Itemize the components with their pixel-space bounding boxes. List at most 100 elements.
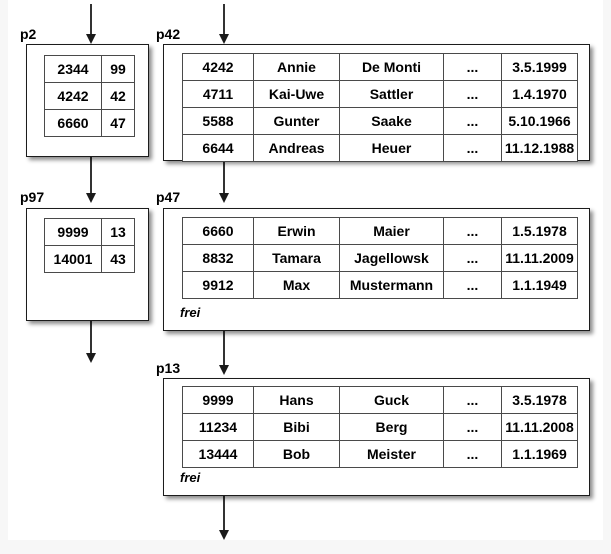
cell-id: 6644: [182, 134, 254, 162]
table-row[interactable]: 14001 43: [44, 245, 135, 273]
table-row[interactable]: 6660 47: [44, 109, 135, 137]
free-space-label-p13: frei: [180, 470, 201, 485]
cell-lastname: Heuer: [339, 134, 444, 162]
arrow-shaft: [90, 4, 92, 36]
cell-more: ...: [443, 217, 502, 245]
arrow-shaft: [90, 320, 92, 358]
cell-date: 11.11.2009: [501, 244, 578, 272]
cell-firstname: Hans: [253, 386, 340, 414]
node-label-p42: p42: [156, 26, 181, 42]
record-table-p13[interactable]: 9999 Hans Guck ... 3.5.1978 11234 Bibi B…: [182, 386, 578, 468]
cell-more: ...: [443, 244, 502, 272]
cell-id: 5588: [182, 107, 254, 135]
arrow-shaft: [223, 495, 225, 535]
cell-lastname: Mustermann: [339, 271, 444, 299]
cell-firstname: Andreas: [253, 134, 340, 162]
cell-firstname: Max: [253, 271, 340, 299]
cell-lastname: Guck: [339, 386, 444, 414]
cell-more: ...: [443, 107, 502, 135]
node-label-p2: p2: [20, 26, 37, 42]
cell-id: 4711: [182, 80, 254, 108]
cell-pointer: 99: [101, 55, 135, 83]
table-row[interactable]: 11234 Bibi Berg ... 11.11.2008: [182, 413, 578, 441]
cell-more: ...: [443, 134, 502, 162]
cell-date: 5.10.1966: [501, 107, 578, 135]
cell-firstname: Annie: [253, 53, 340, 81]
table-row[interactable]: 8832 Tamara Jagellowsk ... 11.11.2009: [182, 244, 578, 272]
arrow-head: [86, 353, 96, 363]
arrow-shaft: [223, 4, 225, 36]
cell-more: ...: [443, 80, 502, 108]
record-table-p97[interactable]: 9999 13 14001 43: [44, 218, 135, 273]
cell-more: ...: [443, 413, 502, 441]
arrow-shaft: [90, 156, 92, 198]
cell-date: 1.5.1978: [501, 217, 578, 245]
cell-id: 9999: [182, 386, 254, 414]
cell-key: 6660: [44, 109, 102, 137]
node-label-p13: p13: [156, 360, 181, 376]
cell-date: 1.4.1970: [501, 80, 578, 108]
cell-lastname: Maier: [339, 217, 444, 245]
table-row[interactable]: 9999 13: [44, 218, 135, 246]
arrow-head: [219, 365, 229, 375]
cell-id: 11234: [182, 413, 254, 441]
cell-key: 14001: [44, 245, 102, 273]
cell-date: 1.1.1969: [501, 440, 578, 468]
cell-date: 11.12.1988: [501, 134, 578, 162]
cell-lastname: De Monti: [339, 53, 444, 81]
cell-key: 9999: [44, 218, 102, 246]
record-table-p47[interactable]: 6660 Erwin Maier ... 1.5.1978 8832 Tamar…: [182, 217, 578, 299]
cell-pointer: 42: [101, 82, 135, 110]
cell-date: 1.1.1949: [501, 271, 578, 299]
cell-more: ...: [443, 386, 502, 414]
cell-id: 9912: [182, 271, 254, 299]
cell-id: 8832: [182, 244, 254, 272]
cell-key: 2344: [44, 55, 102, 83]
arrow-shaft: [223, 160, 225, 198]
cell-id: 13444: [182, 440, 254, 468]
cell-firstname: Bibi: [253, 413, 340, 441]
table-row[interactable]: 2344 99: [44, 55, 135, 83]
cell-firstname: Kai-Uwe: [253, 80, 340, 108]
node-label-p47: p47: [156, 189, 181, 205]
diagram-canvas: p2 2344 99 4242 42 6660 47 p42: [8, 0, 603, 540]
arrow-head: [219, 530, 229, 540]
cell-lastname: Sattler: [339, 80, 444, 108]
table-row[interactable]: 9912 Max Mustermann ... 1.1.1949: [182, 271, 578, 299]
cell-more: ...: [443, 53, 502, 81]
table-row[interactable]: 4242 Annie De Monti ... 3.5.1999: [182, 53, 578, 81]
record-table-p42[interactable]: 4242 Annie De Monti ... 3.5.1999 4711 Ka…: [182, 53, 578, 162]
cell-firstname: Erwin: [253, 217, 340, 245]
free-space-label-p47: frei: [180, 305, 201, 320]
arrow-head: [219, 34, 229, 44]
arrow-head: [219, 193, 229, 203]
table-row[interactable]: 5588 Gunter Saake ... 5.10.1966: [182, 107, 578, 135]
cell-pointer: 13: [101, 218, 135, 246]
cell-firstname: Gunter: [253, 107, 340, 135]
cell-lastname: Meister: [339, 440, 444, 468]
table-row[interactable]: 6644 Andreas Heuer ... 11.12.1988: [182, 134, 578, 162]
cell-more: ...: [443, 271, 502, 299]
node-label-p97: p97: [20, 189, 45, 205]
cell-id: 4242: [182, 53, 254, 81]
arrow-head: [86, 34, 96, 44]
record-table-p2[interactable]: 2344 99 4242 42 6660 47: [44, 55, 135, 137]
table-row[interactable]: 4242 42: [44, 82, 135, 110]
cell-pointer: 47: [101, 109, 135, 137]
cell-id: 6660: [182, 217, 254, 245]
arrow-head: [86, 193, 96, 203]
cell-pointer: 43: [101, 245, 135, 273]
cell-date: 3.5.1978: [501, 386, 578, 414]
cell-lastname: Saake: [339, 107, 444, 135]
table-row[interactable]: 4711 Kai-Uwe Sattler ... 1.4.1970: [182, 80, 578, 108]
cell-firstname: Bob: [253, 440, 340, 468]
table-row[interactable]: 13444 Bob Meister ... 1.1.1969: [182, 440, 578, 468]
table-row[interactable]: 6660 Erwin Maier ... 1.5.1978: [182, 217, 578, 245]
cell-date: 3.5.1999: [501, 53, 578, 81]
cell-date: 11.11.2008: [501, 413, 578, 441]
arrow-shaft: [223, 330, 225, 370]
cell-firstname: Tamara: [253, 244, 340, 272]
cell-lastname: Jagellowsk: [339, 244, 444, 272]
cell-lastname: Berg: [339, 413, 444, 441]
table-row[interactable]: 9999 Hans Guck ... 3.5.1978: [182, 386, 578, 414]
